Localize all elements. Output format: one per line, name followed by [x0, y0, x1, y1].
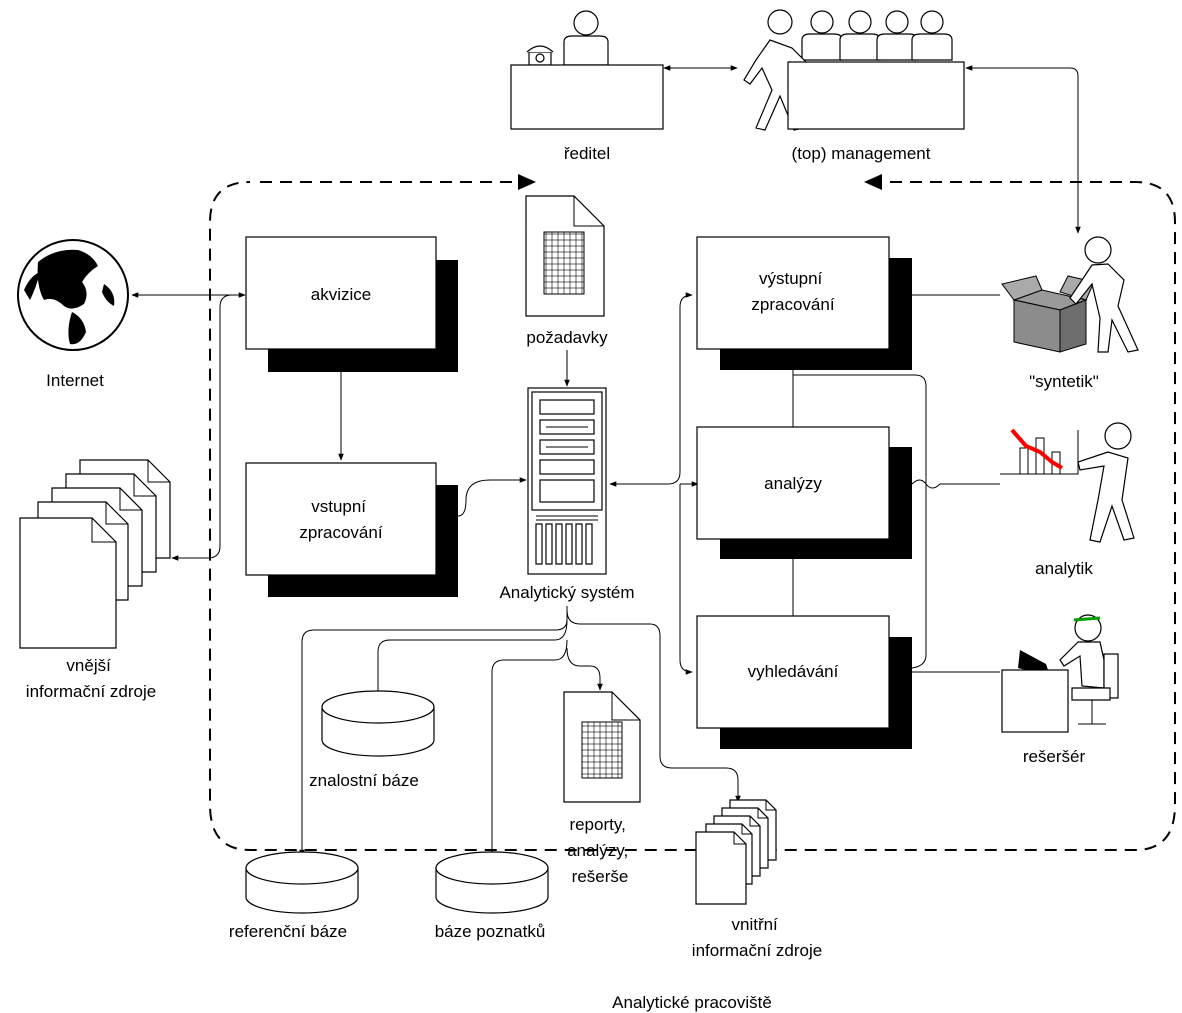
person-icon: [1059, 614, 1119, 725]
researcher-label: rešeršér: [1023, 747, 1086, 766]
director-desk: [510, 64, 664, 130]
document-stack-icon: [695, 799, 777, 905]
box-icon: [1001, 275, 1095, 353]
boundary-arrow-left: [864, 174, 882, 190]
globe-icon: [17, 239, 129, 351]
analyses-label: analýzy: [764, 474, 822, 493]
search-box: vyhledávání: [696, 615, 912, 749]
person-icon: [563, 10, 609, 66]
workplace-label: Analytické pracoviště: [612, 993, 772, 1012]
output-search-feedback: [793, 374, 927, 669]
input-processing-box: vstupní zpracování: [245, 462, 458, 597]
reference-base-label: referenční báze: [229, 922, 347, 941]
document-stack-icon: [19, 459, 171, 649]
management-label: (top) management: [792, 144, 931, 163]
database-icon: [435, 851, 549, 914]
svg-text:výstupní zpracování: výstupní zpracování: [751, 269, 834, 314]
workplace-boundary: [209, 181, 1176, 851]
synthesist-label: "syntetik": [1029, 372, 1099, 391]
system-bottom-links: [299, 606, 741, 863]
management-desk: [787, 61, 965, 130]
management-figure: [743, 9, 965, 131]
svg-text:vstupní zpracování: vstupní zpracování: [299, 497, 382, 542]
director-label: ředitel: [564, 144, 610, 163]
telephone-icon: [526, 45, 554, 66]
computer-icon: [1001, 650, 1069, 733]
researcher-figure: [1001, 614, 1119, 733]
chart-icon: [1000, 428, 1079, 475]
server-icon: [527, 387, 607, 575]
person-icon: [1077, 422, 1135, 543]
input-system-link: [457, 477, 527, 517]
reports-label: reporty, analýzy, rešerše: [567, 815, 633, 886]
internet-label: Internet: [46, 371, 104, 390]
database-icon: [321, 690, 435, 757]
system-search-link: [679, 484, 693, 675]
management-synthesist-link: [965, 65, 1081, 234]
analyst-label: analytik: [1035, 559, 1093, 578]
requirements-document-icon: [525, 195, 605, 317]
acquisition-box: akvizice: [245, 236, 458, 372]
system-output-link: [609, 292, 693, 487]
output-processing-box: výstupní zpracování: [696, 236, 912, 370]
search-label: vyhledávání: [748, 662, 839, 681]
analytic-system-label: Analytický systém: [499, 583, 634, 602]
internal-sources-label: vnitřní informační zdroje: [692, 915, 822, 960]
external-acquisition-link: [171, 294, 233, 561]
director-figure: [510, 10, 664, 130]
external-sources-label: vnější informační zdroje: [26, 656, 156, 701]
synthesist-figure: [1001, 236, 1139, 353]
reports-document-icon: [563, 691, 641, 803]
requirements-label: požadavky: [526, 328, 608, 347]
person-icon: [1069, 236, 1139, 353]
boundary-arrow-right: [518, 174, 536, 190]
analyses-box: analýzy: [696, 426, 912, 559]
knowledge-base-label: znalostní báze: [309, 771, 419, 790]
analyst-figure: [1000, 422, 1135, 543]
analyses-analyst-link: [911, 479, 1000, 489]
database-icon: [245, 851, 359, 914]
acquisition-label: akvizice: [311, 285, 371, 304]
findings-base-label: báze poznatků: [435, 922, 546, 941]
